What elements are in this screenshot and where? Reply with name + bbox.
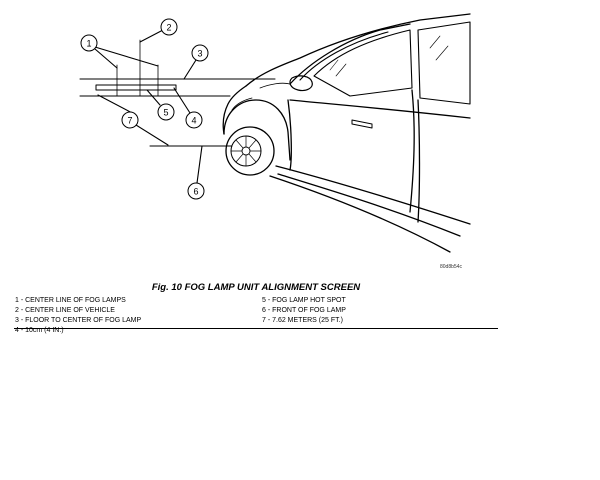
car-hood-outline [222, 85, 247, 135]
callout-2: 2 [160, 18, 178, 36]
legend-item: 6 - FRONT OF FOG LAMP [262, 307, 346, 314]
fog-lamp-alignment-diagram: 1 2 3 4 5 6 7 [79, 13, 471, 253]
legend-item: 7 - 7.62 METERS (25 FT.) [262, 317, 343, 324]
callout-7: 7 [121, 111, 139, 129]
callout-6: 6 [187, 182, 205, 200]
door-handle [351, 119, 373, 129]
figure-reference-code: 80d8b54c [440, 264, 462, 270]
svg-text:1: 1 [86, 39, 91, 49]
svg-text:6: 6 [193, 187, 198, 197]
callout-5: 5 [157, 103, 175, 121]
rear-door-cut [417, 99, 421, 223]
rocker-panel [269, 165, 471, 253]
leader-7b [135, 124, 169, 146]
leader-1b [94, 46, 159, 67]
svg-text:7: 7 [127, 116, 132, 126]
leader-5 [146, 89, 161, 106]
side-window-upper [313, 29, 413, 97]
callout-4: 4 [185, 111, 203, 129]
car-illustration [222, 13, 471, 253]
window-reflections [329, 35, 449, 77]
legend-item: 2 - CENTER LINE OF VEHICLE [15, 307, 115, 314]
leader-3 [183, 59, 197, 80]
legend-item: 3 - FLOOR TO CENTER OF FOG LAMP [15, 317, 142, 324]
front-tire [225, 126, 275, 176]
legend-left-column: 1 - CENTER LINE OF FOG LAMPS 2 - CENTER … [15, 296, 141, 336]
callout-1: 1 [80, 34, 98, 52]
front-door-cut [287, 89, 415, 213]
car-roof-outline [245, 13, 471, 87]
svg-text:3: 3 [197, 49, 202, 59]
legend-item: 4 - 10cm (4 IN.) [15, 327, 64, 334]
leader-6 [196, 145, 203, 184]
leader-2 [139, 29, 164, 43]
svg-text:5: 5 [163, 108, 168, 118]
leader-4 [173, 87, 191, 114]
windshield-frame [299, 31, 389, 81]
svg-text:4: 4 [191, 116, 196, 126]
callout-3: 3 [191, 44, 209, 62]
legend-bottom-rule [14, 328, 498, 329]
fender-body-lines [231, 82, 291, 111]
door-belt-line [289, 99, 471, 119]
legend-item: 1 - CENTER LINE OF FOG LAMPS [15, 297, 126, 304]
figure-caption: Fig. 10 FOG LAMP UNIT ALIGNMENT SCREEN [151, 282, 361, 293]
fog-lamp-hot-spot [95, 84, 177, 91]
front-wheel-arch [223, 99, 291, 161]
svg-text:2: 2 [166, 23, 171, 33]
callouts: 1 2 3 4 5 6 7 [80, 18, 209, 200]
legend-item: 5 - FOG LAMP HOT SPOT [262, 297, 346, 304]
side-mirror [289, 75, 313, 92]
legend-right-column: 5 - FOG LAMP HOT SPOT 6 - FRONT OF FOG L… [262, 296, 346, 326]
leader-1a [94, 48, 118, 69]
rear-door-window [417, 21, 471, 105]
wheel-spokes [230, 135, 262, 167]
